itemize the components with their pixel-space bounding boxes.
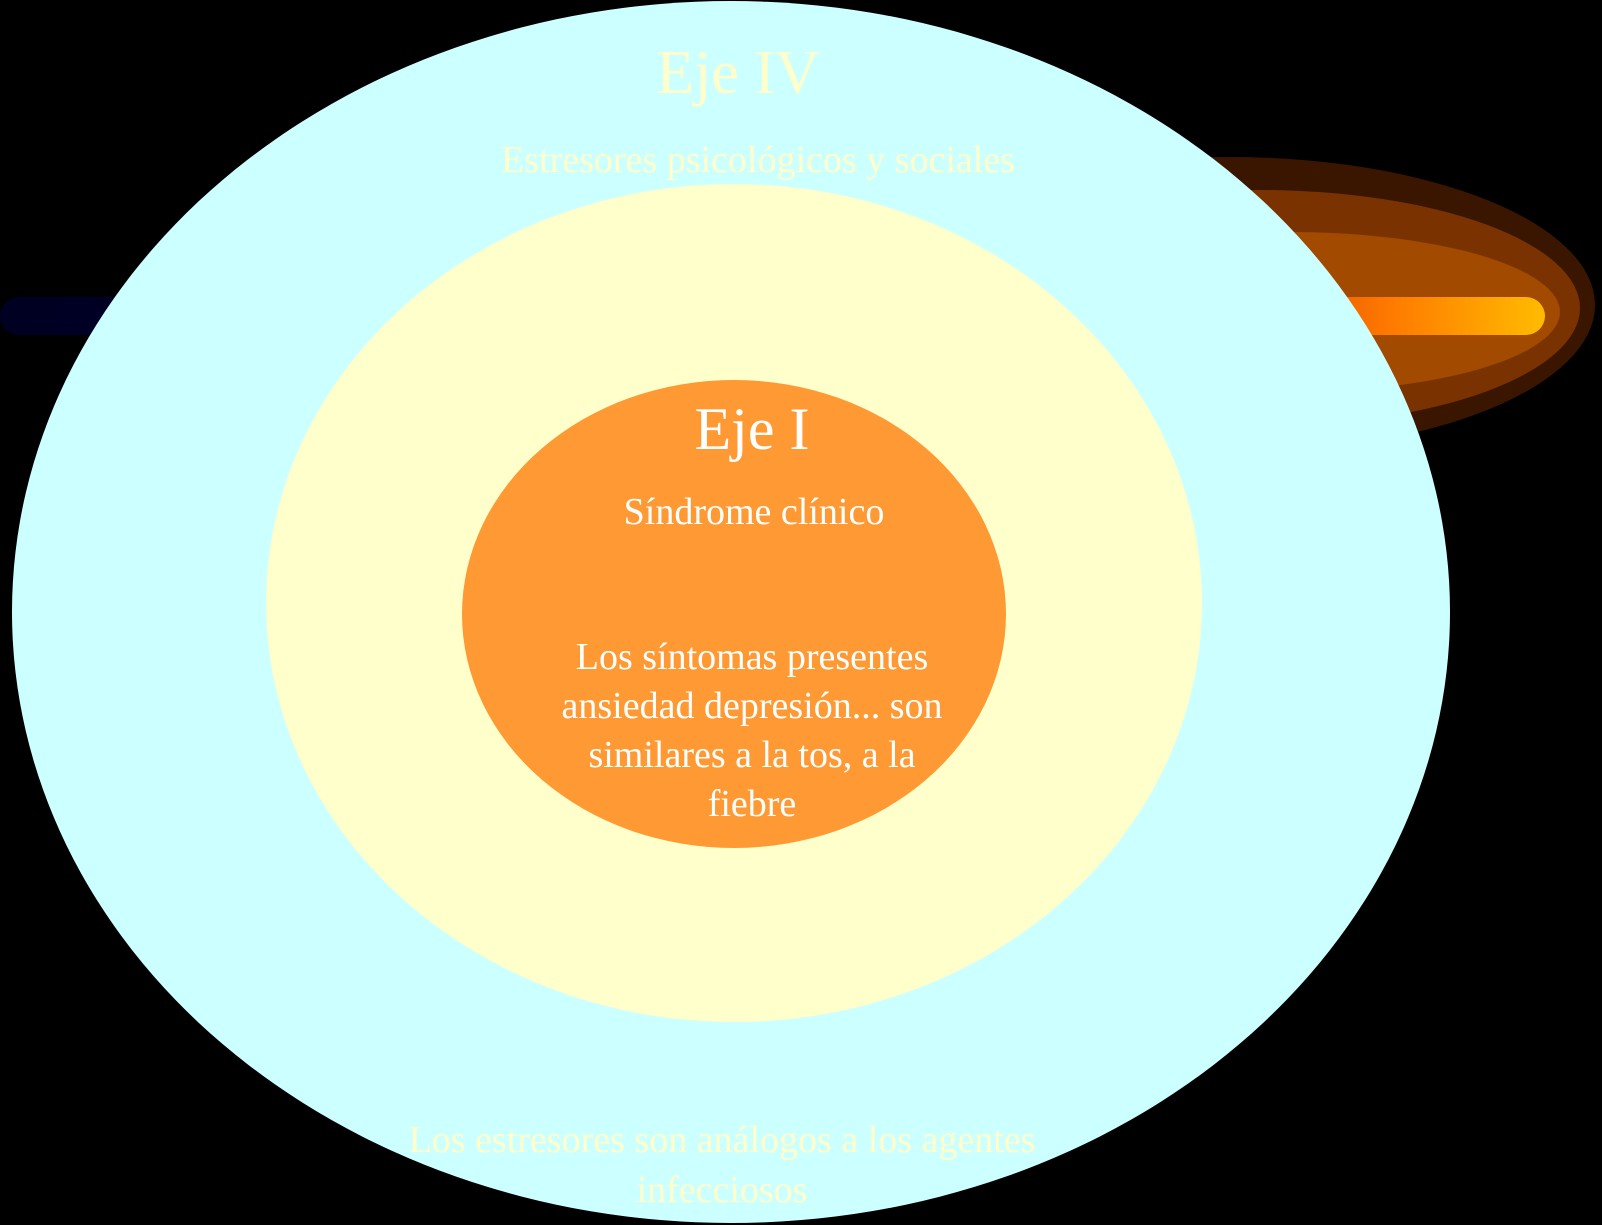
axis1-ellipse bbox=[462, 380, 1006, 848]
axis1-subtitle: Síndrome clínico bbox=[623, 491, 885, 533]
axis1-title: Eje I bbox=[694, 396, 810, 462]
axis1-description: Los síntomas presentes ansiedad depresió… bbox=[562, 633, 943, 829]
axis4-subtitle: Estresores psicológicos y sociales bbox=[501, 139, 1015, 181]
axis1-description-line: ansiedad depresión... son bbox=[561, 685, 943, 727]
axis4-analogy-line: infecciosos bbox=[636, 1169, 808, 1211]
axis4-analogy: Los estresores son análogos a los agente… bbox=[409, 1115, 1036, 1215]
axis4-title: Eje IV bbox=[656, 39, 820, 107]
axis1-description-line: similares a la tos, a la bbox=[588, 734, 916, 776]
axis1-description-line: Los síntomas presentes bbox=[575, 636, 929, 678]
axis4-analogy-line: Los estresores son análogos a los agente… bbox=[408, 1119, 1036, 1161]
axis1-description-line: fiebre bbox=[707, 783, 797, 825]
